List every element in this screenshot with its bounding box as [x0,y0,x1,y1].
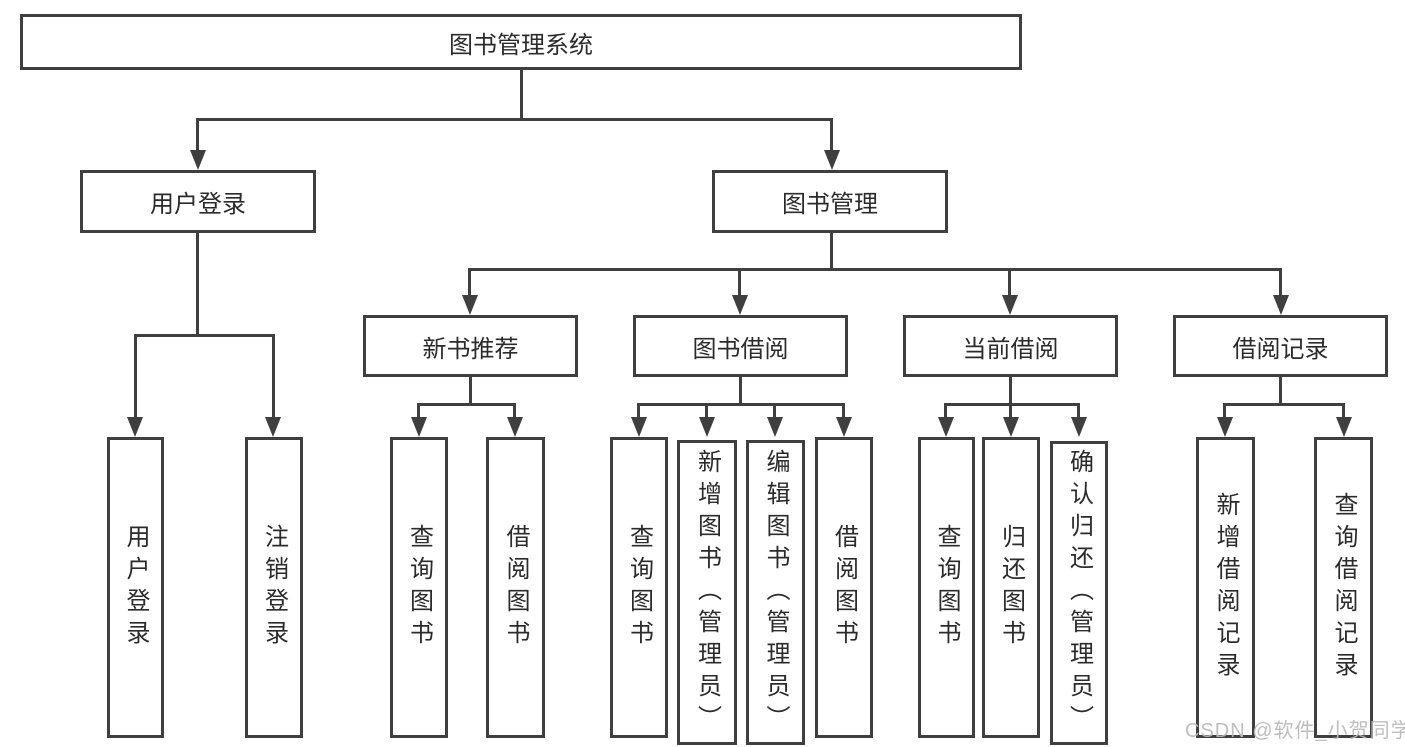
connector-root-left-drop [196,118,199,152]
arrow-down-icon [836,417,852,437]
connector-mgmt-stem [830,233,833,271]
node-return-books: 归还图书 [982,437,1040,738]
node-logout: 注销登录 [245,437,303,738]
connector-current-stem [1009,377,1012,406]
arrow-down-icon [190,150,206,170]
node-borrowing-records: 借阅记录 [1173,315,1388,377]
node-add-borrow-record: 新增借阅记录 [1196,437,1255,738]
node-user-login-leaf: 用户登录 [107,437,164,738]
arrow-down-icon [1336,417,1352,437]
arrow-down-icon [1071,417,1087,437]
connector-mgmt-rail [469,268,1282,271]
arrow-down-icon [265,417,281,437]
connector-login-stem [196,233,199,336]
connector-borrowing-drop-4 [842,403,845,417]
connector-root-rail [197,118,833,121]
node-query-books-current: 查询图书 [918,437,975,738]
node-new-book-recommendation: 新书推荐 [363,315,578,377]
node-user-login: 用户登录 [80,170,316,233]
connector-recommend-rail [417,403,516,406]
connector-root-stem [520,68,523,120]
csdn-watermark: CSDN @软件_小贺同学 [1185,720,1405,742]
node-book-management: 图书管理 [712,170,948,233]
node-add-books-admin: 新增图书（管理员） [677,440,737,745]
node-query-borrow-record: 查询借阅记录 [1314,437,1373,738]
node-library-management-system: 图书管理系统 [20,14,1022,70]
node-borrow-books-borrowing: 借阅图书 [815,437,873,738]
connector-current-rail [944,403,1080,406]
arrow-down-icon [1217,417,1233,437]
connector-login-rail [134,334,275,337]
connector-mgmt-drop-2 [738,268,741,295]
arrow-down-icon [767,417,783,437]
arrow-down-icon [824,150,840,170]
arrow-down-icon [462,295,478,315]
connector-borrowing-drop-3 [773,403,776,417]
node-edit-books-admin: 编辑图书（管理员） [746,440,805,745]
connector-current-drop-2 [1009,403,1012,417]
node-book-borrowing: 图书借阅 [633,315,848,377]
node-query-books-recommend: 查询图书 [390,437,448,738]
connector-records-rail [1223,403,1345,406]
connector-records-drop-2 [1342,403,1345,417]
connector-mgmt-drop-1 [468,268,471,295]
arrow-down-icon [938,417,954,437]
connector-login-drop-1 [134,334,137,417]
connector-recommend-drop-2 [513,403,516,417]
connector-root-right-drop [830,118,833,152]
connector-recommend-drop-1 [417,403,420,417]
node-query-books-borrowing: 查询图书 [610,437,668,738]
arrow-down-icon [411,417,427,437]
arrow-down-icon [507,417,523,437]
connector-borrowing-rail [637,403,845,406]
connector-records-stem [1279,377,1282,406]
connector-borrowing-drop-1 [637,403,640,417]
connector-borrowing-stem [739,377,742,406]
connector-borrowing-drop-2 [705,403,708,417]
arrow-down-icon [699,417,715,437]
node-confirm-return-admin: 确认归还（管理员） [1050,441,1108,745]
arrow-down-icon [1003,417,1019,437]
node-borrow-books-recommend: 借阅图书 [486,437,545,738]
arrow-down-icon [127,417,143,437]
connector-current-drop-1 [944,403,947,417]
connector-recommend-stem [469,377,472,406]
arrow-down-icon [631,417,647,437]
arrow-down-icon [732,295,748,315]
arrow-down-icon [1273,295,1289,315]
node-current-borrowing: 当前借阅 [903,315,1118,377]
connector-mgmt-drop-4 [1279,268,1282,295]
connector-records-drop-1 [1223,403,1226,417]
arrow-down-icon [1002,295,1018,315]
connector-current-drop-3 [1077,403,1080,417]
connector-login-drop-2 [272,334,275,417]
connector-mgmt-drop-3 [1008,268,1011,295]
